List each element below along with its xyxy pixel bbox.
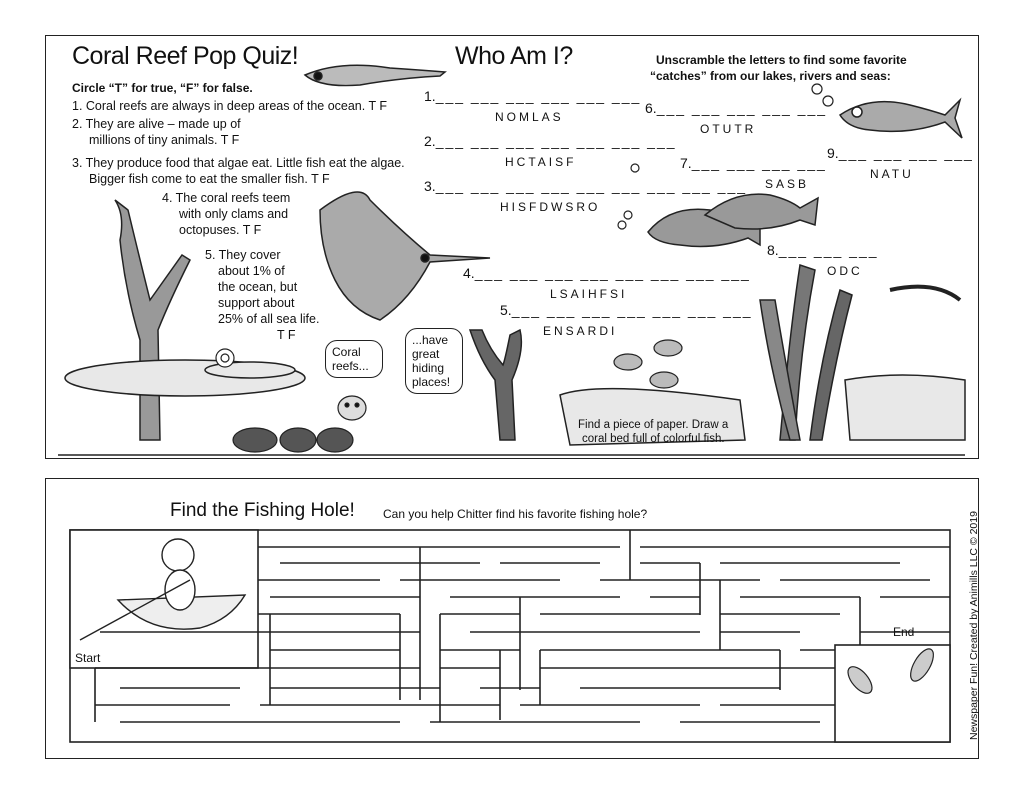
maze-title: Find the Fishing Hole! (170, 500, 355, 521)
monkey-in-boat-icon (79, 538, 247, 641)
answer-blanks[interactable]: ___ ___ ___ ___ ___ (656, 100, 828, 116)
scrambled-letters: LSAIHFSI (550, 287, 628, 301)
unscramble-item: 7. ___ ___ ___ ___ (680, 155, 827, 173)
unscramble-instructions: Unscramble the letters to find some favo… (650, 52, 907, 84)
item-number: 4. (463, 265, 475, 281)
bottom-panel (45, 478, 979, 759)
item-number: 2. (424, 133, 436, 149)
unscramble-item: 4. ___ ___ ___ ___ ___ ___ ___ ___ (463, 265, 751, 283)
crab-icon (232, 395, 367, 453)
credit: Newspaper Fun! Created by Animills LLC ©… (968, 511, 980, 740)
quiz-question: 1. Coral reefs are always in deep areas … (72, 98, 387, 114)
answer-blanks[interactable]: ___ ___ ___ ___ ___ ___ ___ (511, 302, 753, 318)
scrambled-letters: HISFDWSRO (500, 200, 601, 214)
flying-fish-icon (303, 64, 447, 87)
answer-blanks[interactable]: ___ ___ ___ ___ ___ ___ (435, 88, 642, 104)
bubbles-icon (617, 83, 834, 230)
maze-start-label: Start (75, 651, 101, 665)
answer-blanks[interactable]: ___ ___ ___ ___ (691, 155, 827, 171)
scrambled-letters: OTUTR (700, 122, 757, 136)
question-line: 3. They produce food that algae eat. Lit… (72, 156, 405, 170)
scrambled-letters: NOMLAS (495, 110, 564, 124)
question-line: the ocean, but (218, 280, 298, 294)
question-line: Bigger fish come to eat the smaller fish… (89, 172, 330, 186)
unscramble-item: 8. ___ ___ ___ (767, 242, 879, 260)
question-line: 2. They are alive – made up of (72, 117, 241, 131)
maze-end-label: End (893, 625, 915, 639)
question-line: 5. They cover (205, 248, 281, 262)
unscramble-item: 2. ___ ___ ___ ___ ___ ___ ___ (424, 133, 677, 151)
item-number: 5. (500, 302, 512, 318)
item-number: 8. (767, 242, 779, 258)
swordfish-icon (319, 191, 491, 321)
scrambled-letters: HCTAISF (505, 155, 577, 169)
question-line: 25% of all sea life. (218, 312, 320, 326)
question-line: support about (218, 296, 295, 310)
drawing-prompt-line: coral bed full of colorful fish. (582, 433, 725, 445)
scrambled-letters: NATU (870, 167, 914, 181)
perch-fish-icon (647, 193, 819, 248)
answer-blanks[interactable]: ___ ___ ___ ___ ___ ___ ___ (435, 133, 677, 149)
item-number: 7. (680, 155, 692, 171)
unscramble-item: 3. ___ ___ ___ ___ ___ ___ ___ ___ ___ (424, 178, 747, 196)
question-line: T F (277, 328, 296, 342)
bubble-text: Coral reefs... (332, 345, 369, 373)
item-number: 9. (827, 145, 839, 161)
answer-blanks[interactable]: ___ ___ ___ (778, 242, 879, 258)
quiz-title: Coral Reef Pop Quiz! (72, 42, 299, 70)
instruction-line: “catches” from our lakes, rivers and sea… (650, 69, 891, 83)
answer-blanks[interactable]: ___ ___ ___ ___ (838, 145, 974, 161)
small-fish-icon (613, 339, 683, 389)
tuna-icon (838, 97, 963, 139)
quiz-instructions: Circle “T” for true, “F” for false. (72, 81, 253, 95)
quiz-question: 3. They produce food that algae eat. Lit… (72, 155, 405, 187)
item-number: 3. (424, 178, 436, 194)
quiz-question: 5. They cover about 1% of the ocean, but su… (205, 247, 319, 343)
scrambled-letters: ODC (827, 264, 863, 278)
who-am-i-title: Who Am I? (455, 42, 573, 70)
maze (69, 529, 951, 743)
drawing-prompt-line: Find a piece of paper. Draw a (578, 419, 729, 431)
item-number: 6. (645, 100, 657, 116)
fishing-hole-fish-icon (847, 648, 934, 694)
rock-icon (64, 359, 966, 446)
answer-blanks[interactable]: ___ ___ ___ ___ ___ ___ ___ ___ (474, 265, 751, 281)
scrambled-letters: ENSARDI (543, 324, 618, 338)
bubble-text: ...have great hiding places! (412, 333, 451, 389)
drawing-prompt: Find a piece of paper. Draw a coral bed … (578, 418, 728, 446)
item-number: 1. (424, 88, 436, 104)
question-line: 1. Coral reefs are always in deep areas … (72, 99, 387, 113)
top-panel (45, 35, 979, 459)
coral-icon (114, 199, 962, 441)
question-line: about 1% of (218, 264, 285, 278)
unscramble-item: 5. ___ ___ ___ ___ ___ ___ ___ (500, 302, 753, 320)
quiz-question: 4. The coral reefs teem with only clams a… (162, 190, 290, 238)
quiz-question: 2. They are alive – made up of millions o… (72, 116, 241, 148)
question-line: octopuses. T F (179, 223, 262, 237)
unscramble-item: 6. ___ ___ ___ ___ ___ (645, 100, 827, 118)
question-line: millions of tiny animals. T F (89, 133, 240, 147)
answer-blanks[interactable]: ___ ___ ___ ___ ___ ___ ___ ___ ___ (435, 178, 748, 194)
question-line: with only clams and (179, 207, 289, 221)
speech-bubble-hiding-places: ...have great hiding places! (405, 328, 463, 394)
scrambled-letters: SASB (765, 177, 810, 191)
question-line: 4. The coral reefs teem (162, 191, 291, 205)
speech-bubble-coral-reefs: Coral reefs... (325, 340, 383, 378)
unscramble-item: 1. ___ ___ ___ ___ ___ ___ (424, 88, 641, 106)
snail-icon (215, 348, 235, 368)
instruction-line: Unscramble the letters to find some favo… (656, 53, 907, 67)
maze-subtitle: Can you help Chitter find his favorite f… (383, 507, 648, 521)
unscramble-item: 9. ___ ___ ___ ___ (827, 145, 974, 163)
